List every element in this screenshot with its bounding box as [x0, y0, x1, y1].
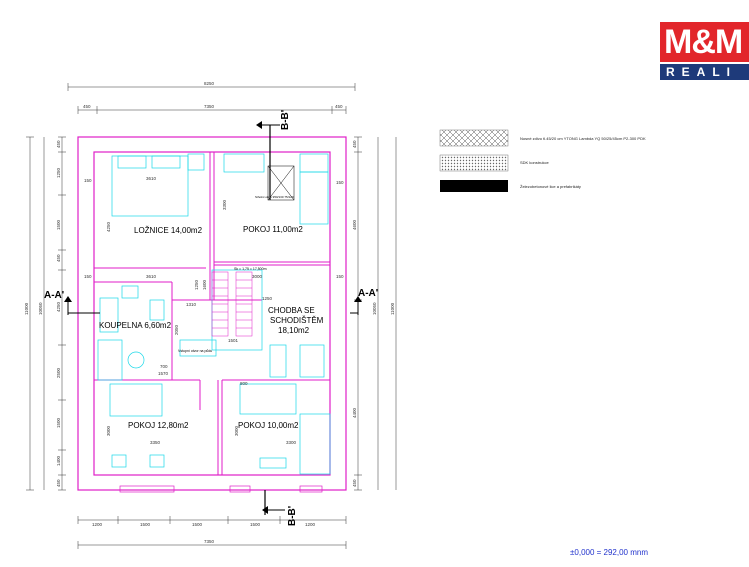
dim-bath-height: 2050: [174, 324, 179, 335]
dim-k-room2-height: 3000: [234, 425, 239, 436]
dim-right-seg1: 450: [352, 140, 357, 148]
dim-top-inner: 7350: [204, 104, 215, 109]
dim-k-room-height: 3000: [106, 425, 111, 436]
dim-tag-150c: 150: [336, 180, 344, 185]
legend-swatch-cross-hatch: [439, 129, 509, 147]
dim-room2-height: 3300: [222, 199, 227, 210]
dim-tag-150a: 150: [84, 178, 92, 183]
dim-left-seg4: 450: [56, 254, 61, 262]
dim-right-overall: 11000: [390, 302, 395, 315]
note-stair-height: Sk = 1,75 = 17,500m: [234, 267, 267, 271]
dim-left-seg5: 4250: [56, 301, 61, 312]
staircase: [211, 271, 253, 337]
dimension-labels-vertical: 11000 10050 11000 10050 450 1250 1500 45…: [24, 140, 395, 487]
dim-tag-1600: 1600: [202, 279, 207, 290]
dim-left-seg8: 1400: [56, 455, 61, 466]
room-label-pokoj-11: POKOJ 11,00m2: [243, 225, 303, 234]
dim-left-seg3: 1500: [56, 219, 61, 230]
dim-left-seg9: 450: [56, 479, 61, 487]
room-label-loznice: LOŽNICE 14,00m2: [134, 226, 203, 235]
brand-logo-top: M&M: [660, 22, 749, 62]
dim-bottom-b: 1500: [140, 522, 151, 527]
dim-right-seg3: 4400: [352, 407, 357, 418]
room-label-koupelna: KOUPELNA 6,60m2: [99, 321, 172, 330]
dim-overall-top: 8250: [204, 81, 215, 86]
section-cut-lines: [67, 124, 359, 515]
section-arrowheads: [64, 121, 362, 514]
dim-stair-width: 1310: [186, 302, 197, 307]
note-attic: Vstupní otvor na půdu: [178, 349, 212, 353]
dim-tag-1570: 1570: [158, 371, 169, 376]
dim-bottom-d: 1500: [250, 522, 261, 527]
legend-text-2: SDK konstrukce: [520, 160, 549, 165]
elevation-note: ±0,000 = 292,00 mnm: [570, 548, 648, 557]
dim-right-inner: 10050: [372, 302, 377, 315]
section-label-aa-right: A-A': [358, 288, 378, 299]
dim-tag-700: 700: [160, 364, 168, 369]
dim-bottom-overall: 7350: [204, 539, 215, 544]
dim-right-seg2: 4600: [352, 219, 357, 230]
dim-right-seg4: 450: [352, 479, 357, 487]
dim-left-seg2: 1250: [56, 167, 61, 178]
legend-text-3: Železobetonové lice a prefabrikáty: [520, 184, 581, 189]
section-label-aa-left: A-A': [44, 290, 64, 301]
dim-k-room-width: 3350: [150, 440, 161, 445]
room-label-chodba-2: SCHODIŠTĚM: [270, 316, 324, 325]
attic-opening: [267, 165, 295, 201]
dim-room1-height: 4250: [106, 221, 111, 232]
dim-top-left-edge: 450: [83, 104, 91, 109]
dim-top-right-edge: 450: [335, 104, 343, 109]
dim-left-inner: 10050: [38, 302, 43, 315]
dim-tag-800: 800: [240, 381, 248, 386]
dim-bottom-e: 1200: [305, 522, 316, 527]
room-label-chodba-3: 18,10m2: [278, 326, 310, 335]
room-label-pokoj-10: POKOJ 10,00m2: [238, 421, 299, 430]
section-label-bb-top: B-B': [280, 110, 291, 130]
dim-k-room-width2: 3300: [286, 440, 297, 445]
dimension-lines: [26, 83, 397, 549]
dim-bed-width-lower: 3610: [146, 274, 157, 279]
brand-logo-bottom: REALI: [660, 64, 749, 80]
dim-bottom-c: 1500: [192, 522, 203, 527]
dim-tag-150d: 150: [336, 274, 344, 279]
dim-left-seg6: 2500: [56, 367, 61, 378]
dim-room2-width: 3000: [252, 274, 263, 279]
legend-text-1: Nosné zdivo tl.45/20 cm YTONG Lambda YQ …: [520, 136, 646, 141]
dim-hall-width: 1250: [262, 296, 273, 301]
dim-tag-150b: 150: [84, 274, 92, 279]
dim-left-seg7: 1500: [56, 417, 61, 428]
section-label-bb-bottom: B-B': [287, 506, 298, 526]
dim-left-seg1: 450: [56, 140, 61, 148]
legend-swatch-dot-hatch: [439, 154, 509, 172]
dimension-labels: 8250 7350 450 450 7350 1200 1500 1500 15…: [83, 81, 344, 544]
dim-hall-width2: 1501: [228, 338, 239, 343]
room-label-chodba-1: CHODBA SE: [268, 306, 315, 315]
room-label-pokoj-12: POKOJ 12,80m2: [128, 421, 189, 430]
dim-left-overall: 11000: [24, 302, 29, 315]
legend-swatch-solid: [440, 180, 508, 192]
note-stair: Střešní okno 950/130 75/120: [255, 195, 294, 199]
dim-tag-1250: 1250: [194, 279, 199, 290]
dim-bottom-a: 1200: [92, 522, 103, 527]
brand-logo: M&M REALI: [660, 22, 749, 80]
dim-bed-width: 3610: [146, 176, 157, 181]
